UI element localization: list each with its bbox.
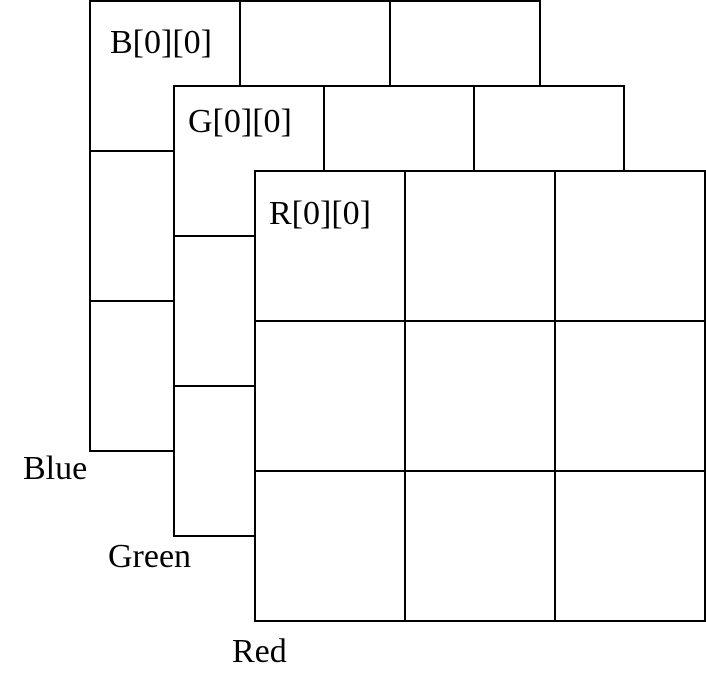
blue-channel-label: Blue xyxy=(23,450,87,487)
red-plane-frame xyxy=(254,170,706,622)
green-cell-label: G[0][0] xyxy=(188,103,292,140)
red-plane: R[0][0] xyxy=(254,170,706,622)
green-channel-label: Green xyxy=(108,538,191,575)
red-cell-label: R[0][0] xyxy=(269,195,371,232)
red-channel-label: Red xyxy=(232,633,287,670)
blue-cell-label: B[0][0] xyxy=(110,24,212,61)
